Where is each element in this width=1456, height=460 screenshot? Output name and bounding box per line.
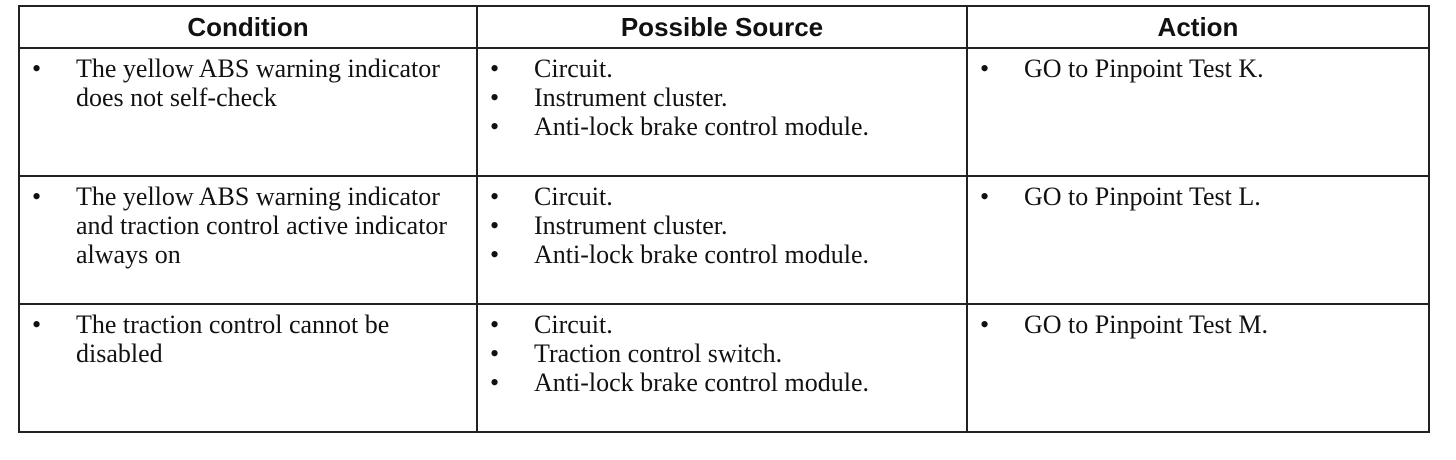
action-cell: • GO to Pinpoint Test M. [966,303,1430,433]
action-item: • GO to Pinpoint Test L. [976,182,1420,211]
action-text: GO to Pinpoint Test K. [1024,54,1264,83]
bullet-icon: • [490,211,500,240]
bullet-icon: • [490,54,500,83]
source-item: • Anti-lock brake control module. [486,368,958,397]
action-text: GO to Pinpoint Test M. [1024,310,1269,339]
source-text: Anti-lock brake control module. [534,368,870,397]
source-item: • Circuit. [486,310,958,339]
action-cell: • GO to Pinpoint Test K. [966,47,1430,177]
bullet-icon: • [490,83,500,112]
action-cell: • GO to Pinpoint Test L. [966,175,1430,305]
header-row: Condition Possible Source Action [18,5,1430,49]
action-text: GO to Pinpoint Test L. [1024,182,1261,211]
header-condition: Condition [18,5,478,49]
source-item: • Instrument cluster. [486,83,958,112]
condition-cell: • The yellow ABS warning indicator does … [18,47,478,177]
bullet-icon: • [490,240,500,269]
condition-item: • The yellow ABS warning indicator and t… [28,182,468,269]
source-text: Instrument cluster. [534,211,728,240]
diagnostic-table: Condition Possible Source Action • The y… [18,5,1430,433]
condition-cell: • The traction control cannot be disable… [18,303,478,433]
action-item: • GO to Pinpoint Test M. [976,310,1420,339]
table-row: • The yellow ABS warning indicator does … [18,47,1430,177]
source-cell: • Circuit. • Instrument cluster. • Anti-loc… [476,175,968,305]
source-text: Anti-lock brake control module. [534,240,870,269]
bullet-icon: • [490,112,500,141]
source-item: • Circuit. [486,54,958,83]
source-cell: • Circuit. • Instrument cluster. • Anti-loc… [476,47,968,177]
source-item: • Circuit. [486,182,958,211]
condition-text: The yellow ABS warning indicator does no… [76,54,440,112]
source-cell: • Circuit. • Traction control switch. • Ant… [476,303,968,433]
source-text: Circuit. [534,54,613,83]
source-text: Instrument cluster. [534,83,728,112]
bullet-icon: • [490,310,500,339]
bullet-icon: • [490,368,500,397]
bullet-icon: • [980,182,990,211]
table-row: • The yellow ABS warning indicator and t… [18,175,1430,305]
header-possible-source: Possible Source [476,5,968,49]
source-item: • Traction control switch. [486,339,958,368]
bullet-icon: • [490,182,500,211]
condition-item: • The traction control cannot be disable… [28,310,468,368]
condition-text: The traction control cannot be disabled [76,310,390,368]
bullet-icon: • [32,310,42,339]
source-item: • Anti-lock brake control module. [486,240,958,269]
source-item: • Instrument cluster. [486,211,958,240]
bullet-icon: • [980,310,990,339]
bullet-icon: • [980,54,990,83]
table-row: • The traction control cannot be disable… [18,303,1430,433]
action-item: • GO to Pinpoint Test K. [976,54,1420,83]
condition-cell: • The yellow ABS warning indicator and t… [18,175,478,305]
bullet-icon: • [32,54,42,83]
header-action: Action [966,5,1430,49]
bullet-icon: • [32,182,42,211]
source-text: Traction control switch. [534,339,783,368]
condition-text: The yellow ABS warning indicator and tra… [76,182,448,269]
source-text: Circuit. [534,310,613,339]
condition-item: • The yellow ABS warning indicator does … [28,54,468,112]
source-text: Anti-lock brake control module. [534,112,870,141]
bullet-icon: • [490,339,500,368]
source-text: Circuit. [534,182,613,211]
source-item: • Anti-lock brake control module. [486,112,958,141]
